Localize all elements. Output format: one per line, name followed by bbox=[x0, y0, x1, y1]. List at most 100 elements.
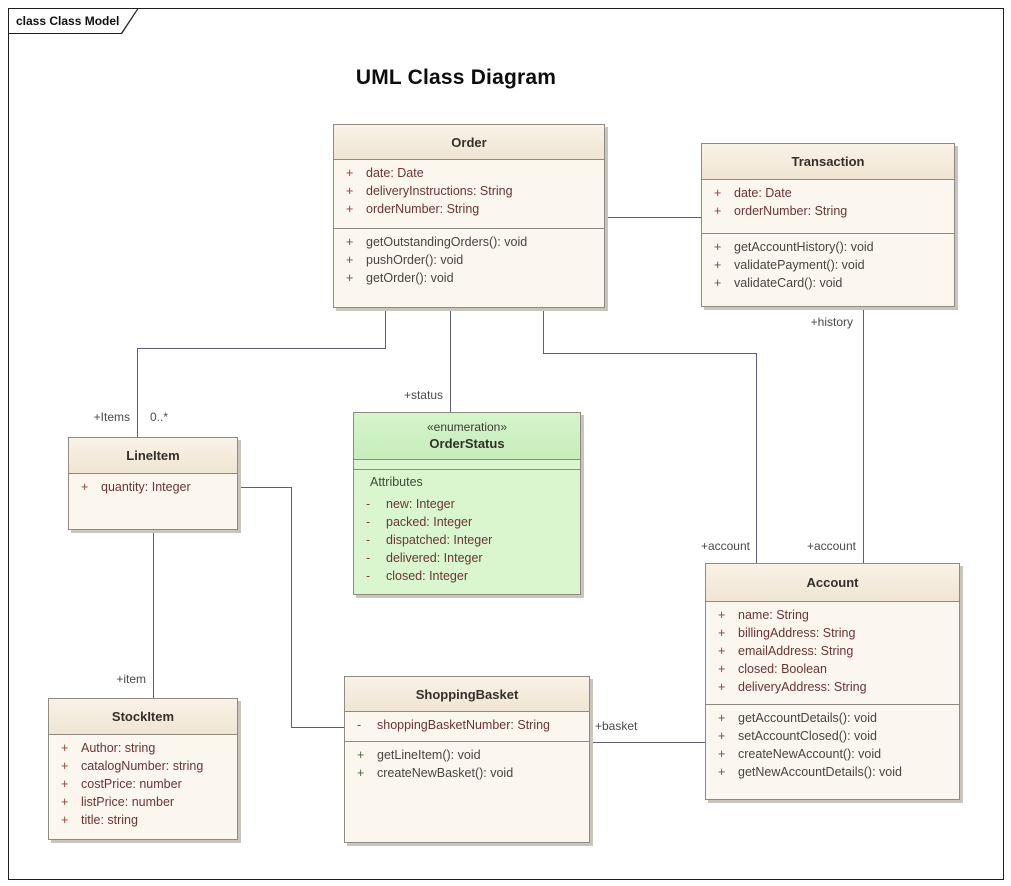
operation-row: + getAccountHistory(): void bbox=[702, 238, 954, 256]
attribute-row: + costPrice: number bbox=[49, 775, 237, 793]
class-transaction[interactable]: Transaction +date: Date +orderNumber: St… bbox=[701, 143, 955, 307]
visibility: - bbox=[366, 515, 371, 529]
diagram-title: UML Class Diagram bbox=[355, 66, 557, 89]
attribute-row: -dispatched: Integer bbox=[354, 531, 580, 549]
operation-text: getOutstandingOrders(): void bbox=[366, 235, 528, 249]
attribute-text: date: Date bbox=[366, 166, 424, 180]
visibility: + bbox=[357, 748, 365, 762]
visibility: + bbox=[714, 276, 722, 290]
class-order-header: Order bbox=[334, 125, 604, 159]
visibility: + bbox=[81, 480, 89, 494]
class-stockitem[interactable]: StockItem + Author: string + catalogNumber… bbox=[48, 698, 238, 840]
connector-lineitem-basket-seg3[interactable] bbox=[291, 727, 344, 728]
role-label-basket: +basket bbox=[595, 719, 638, 733]
multiplicity-label: 0..* bbox=[150, 410, 169, 424]
visibility: + bbox=[346, 184, 354, 198]
class-orderstatus[interactable]: «enumeration» OrderStatus Attributes -ne… bbox=[353, 412, 581, 595]
attribute-text: listPrice: number bbox=[81, 795, 175, 809]
operation-text: createNewBasket(): void bbox=[377, 766, 514, 780]
connector-order-orderstatus[interactable] bbox=[450, 308, 451, 412]
class-account-header: Account bbox=[706, 564, 959, 601]
class-shoppingbasket[interactable]: ShoppingBasket -shoppingBasketNumber: St… bbox=[344, 676, 590, 843]
attribute-row: +quantity: Integer bbox=[69, 478, 237, 496]
attribute-text: deliveryInstructions: String bbox=[366, 184, 513, 198]
attribute-text: date: Date bbox=[734, 186, 792, 200]
visibility: + bbox=[61, 759, 69, 773]
visibility: + bbox=[346, 202, 354, 216]
connector-basket-account[interactable] bbox=[590, 742, 705, 743]
class-orderstatus-empty-compartment bbox=[354, 459, 580, 469]
class-lineitem-header: LineItem bbox=[69, 438, 237, 473]
connector-transaction-account[interactable] bbox=[863, 307, 864, 563]
operation-text: getAccountHistory(): void bbox=[734, 240, 874, 254]
attribute-row: - packed: Integer bbox=[354, 513, 580, 531]
class-name: StockItem bbox=[111, 709, 175, 724]
visibility: + bbox=[346, 271, 354, 285]
visibility: - bbox=[366, 497, 371, 511]
attribute-text: title: string bbox=[81, 813, 138, 827]
attribute-text: deliveryAddress: String bbox=[738, 680, 867, 694]
attribute-row: + listPrice: number bbox=[49, 793, 237, 811]
attribute-text: emailAddress: String bbox=[738, 644, 854, 658]
class-lineitem[interactable]: LineItem +quantity: Integer bbox=[68, 437, 238, 530]
operation-row: +getNewAccountDetails(): void bbox=[706, 763, 959, 781]
attribute-text: new: Integer bbox=[386, 497, 455, 511]
class-transaction-operations: + getAccountHistory(): void + validatePaym… bbox=[702, 233, 954, 306]
visibility: + bbox=[61, 741, 69, 755]
operation-row: +getOrder(): void bbox=[334, 269, 604, 287]
role-label-account-left: +account bbox=[700, 539, 750, 553]
connector-lineitem-stockitem[interactable] bbox=[153, 530, 154, 698]
connector-lineitem-basket-seg2[interactable] bbox=[291, 487, 292, 727]
connector-order-account-seg2[interactable] bbox=[543, 353, 757, 354]
attribute-text: closed: Boolean bbox=[738, 662, 827, 676]
connector-lineitem-basket-seg1[interactable] bbox=[238, 487, 291, 488]
class-name: Account bbox=[806, 575, 859, 590]
attribute-row: +orderNumber: String bbox=[702, 202, 954, 220]
visibility: + bbox=[714, 240, 722, 254]
attribute-text: costPrice: number bbox=[81, 777, 182, 791]
attribute-text: closed: Integer bbox=[386, 569, 468, 583]
class-account[interactable]: Account +name: String +billingAddress: S… bbox=[705, 563, 960, 800]
connector-order-lineitem-seg2[interactable] bbox=[137, 348, 386, 349]
class-name: Transaction bbox=[791, 154, 865, 169]
visibility: + bbox=[718, 729, 726, 743]
visibility: - bbox=[366, 533, 371, 547]
class-stockitem-header: StockItem bbox=[49, 699, 237, 734]
visibility: + bbox=[61, 777, 69, 791]
attribute-row: +billingAddress: String bbox=[706, 624, 959, 642]
visibility: - bbox=[357, 718, 362, 732]
operation-text: validatePayment(): void bbox=[734, 258, 865, 272]
visibility: + bbox=[61, 813, 69, 827]
attribute-text: Author: string bbox=[81, 741, 156, 755]
connector-order-transaction[interactable] bbox=[605, 217, 701, 218]
operation-row: +getOutstandingOrders(): void bbox=[334, 233, 604, 251]
role-label-history: +history bbox=[810, 315, 853, 329]
class-order[interactable]: Order + date: Date + deliveryInstructions:… bbox=[333, 124, 605, 308]
class-account-attributes: +name: String +billingAddress: String +e… bbox=[706, 601, 959, 704]
visibility: + bbox=[61, 795, 69, 809]
attribute-text: catalogNumber: string bbox=[81, 759, 204, 773]
connector-order-lineitem-seg3[interactable] bbox=[137, 348, 138, 437]
attribute-row: -delivered: Integer bbox=[354, 549, 580, 567]
attribute-row: +date: Date bbox=[702, 184, 954, 202]
class-name: Order bbox=[451, 134, 487, 150]
frame-tab-label: class Class Model bbox=[9, 9, 137, 33]
visibility: + bbox=[718, 626, 726, 640]
role-label-items: +Items bbox=[93, 410, 130, 424]
class-name: OrderStatus bbox=[429, 436, 505, 451]
connector-order-lineitem-seg1[interactable] bbox=[385, 308, 386, 348]
visibility: + bbox=[718, 644, 726, 658]
connector-order-account-seg1[interactable] bbox=[543, 308, 544, 353]
attribute-row: -closed: Integer bbox=[354, 567, 580, 585]
stereotype-label: «enumeration» bbox=[426, 420, 508, 434]
connector-order-account-seg3[interactable] bbox=[756, 353, 757, 563]
attribute-row: - new: Integer bbox=[354, 495, 580, 513]
attribute-row: +deliveryAddress: String bbox=[706, 678, 959, 696]
visibility: + bbox=[718, 662, 726, 676]
operation-row: +createNewAccount(): void bbox=[706, 745, 959, 763]
class-name: LineItem bbox=[126, 448, 180, 463]
attribute-text: packed: Integer bbox=[386, 515, 473, 529]
attribute-row: + deliveryInstructions: String bbox=[334, 182, 604, 200]
class-transaction-header: Transaction bbox=[702, 144, 954, 179]
